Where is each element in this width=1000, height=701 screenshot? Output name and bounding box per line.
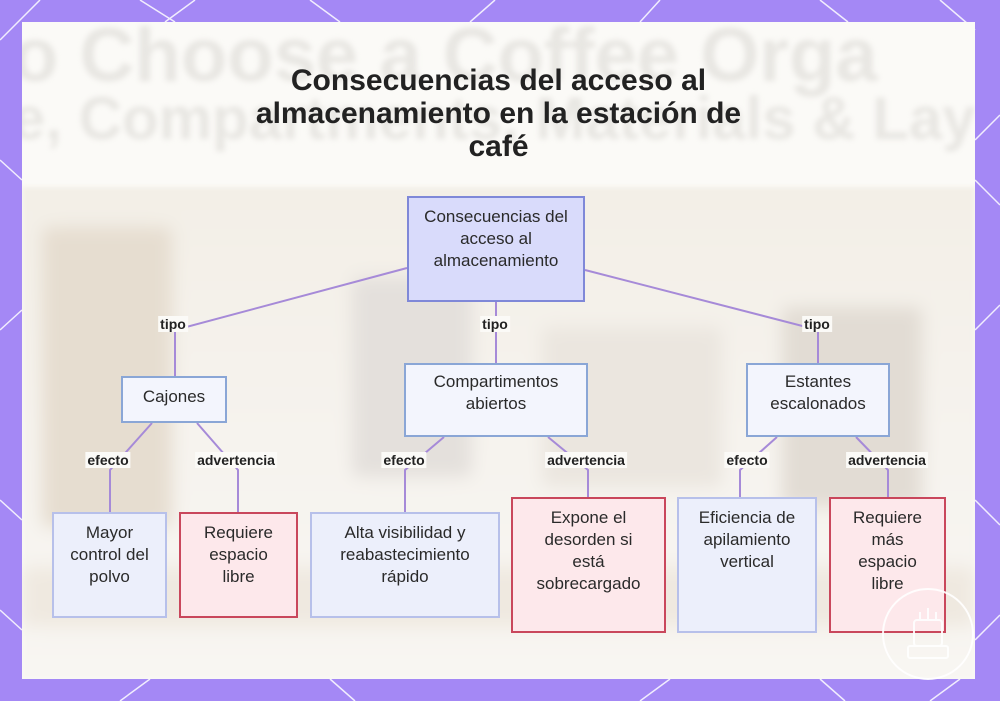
edge-compartimentos-effect — [404, 436, 445, 512]
edge-label-tipo-estantes: tipo — [802, 316, 832, 332]
root-node-label: Consecuencias del acceso al almacenamien… — [424, 207, 568, 270]
edge-estantes-effect — [739, 436, 778, 497]
effect-node-cajones[interactable]: Mayor control del polvo — [52, 512, 167, 618]
root-node[interactable]: Consecuencias del acceso al almacenamien… — [407, 196, 585, 302]
edge-cajones-effect — [109, 422, 153, 512]
background-heading-line-2: e, Compartments, Materials & Lay — [22, 85, 975, 152]
coffee-machine-icon — [882, 588, 974, 680]
category-node-estantes[interactable]: Estantes escalonados — [746, 363, 890, 437]
background-heading-line-1: o Choose a Coffee Orga — [22, 22, 878, 98]
category-label: Estantes escalonados — [770, 372, 866, 413]
edge-compartimentos-warning — [547, 436, 589, 497]
edge-label-advertencia-estantes: advertencia — [846, 452, 928, 468]
edge-label-advertencia-compartimentos: advertencia — [545, 452, 627, 468]
warning-label: Requiere más espacio libre — [853, 508, 922, 593]
edge-label-efecto-estantes: efecto — [724, 452, 770, 468]
effect-node-estantes[interactable]: Eficiencia de apilamiento vertical — [677, 497, 817, 633]
edge-cajones-warning — [196, 422, 239, 512]
edge-label-advertencia-cajones: advertencia — [195, 452, 277, 468]
diagram-title: Consecuencias del acceso al almacenamien… — [255, 64, 742, 163]
category-node-compartimentos[interactable]: Compartimentos abiertos — [404, 363, 588, 437]
edge-label-tipo-cajones: tipo — [158, 316, 188, 332]
effect-label: Alta visibilidad y reabastecimiento rápi… — [340, 523, 470, 586]
effect-label: Eficiencia de apilamiento vertical — [698, 508, 796, 571]
category-node-cajones[interactable]: Cajones — [121, 376, 227, 423]
category-label: Compartimentos abiertos — [433, 372, 559, 413]
effect-label: Mayor control del polvo — [70, 523, 149, 586]
category-label: Cajones — [142, 387, 206, 406]
warning-label: Requiere espacio libre — [204, 523, 273, 586]
edge-label-efecto-compartimentos: efecto — [381, 452, 427, 468]
warning-node-compartimentos[interactable]: Expone el desorden si está sobrecargado — [511, 497, 666, 633]
warning-label: Expone el desorden si está sobrecargado — [536, 508, 641, 593]
edge-label-efecto-cajones: efecto — [85, 452, 131, 468]
edge-root-estantes — [584, 269, 819, 363]
edge-estantes-warning — [855, 436, 889, 497]
edge-label-tipo-compartimentos: tipo — [480, 316, 510, 332]
effect-node-compartimentos[interactable]: Alta visibilidad y reabastecimiento rápi… — [310, 512, 500, 618]
warning-node-cajones[interactable]: Requiere espacio libre — [179, 512, 298, 618]
edge-root-cajones — [174, 267, 408, 376]
